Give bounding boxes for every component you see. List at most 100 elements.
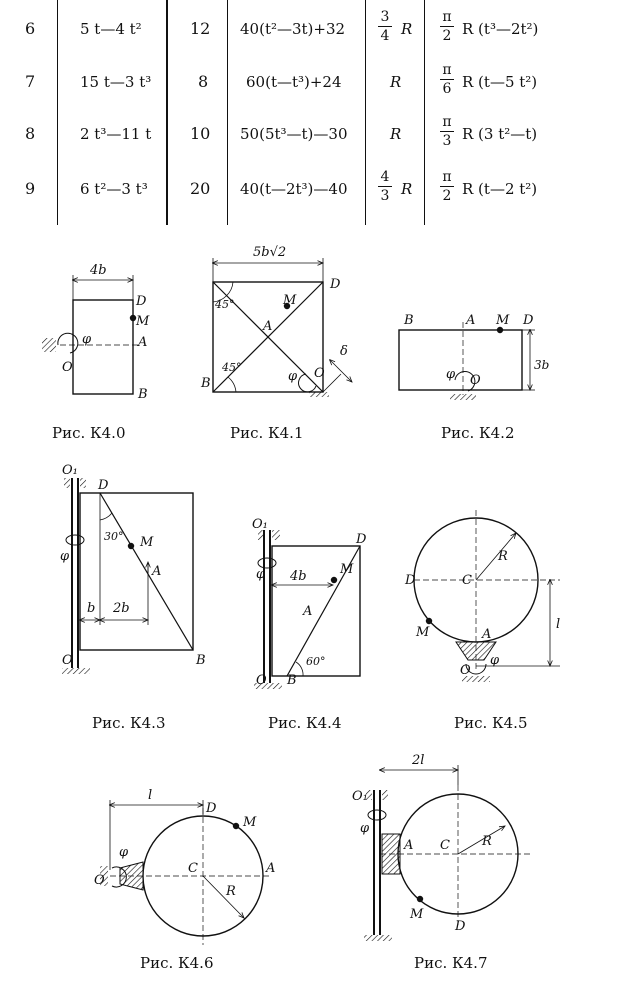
plate xyxy=(72,299,134,395)
caption-k4-2: Рис. К4.2 xyxy=(441,424,515,442)
phi-law: 15 t—3 t³ xyxy=(80,73,152,91)
rotation-arrow xyxy=(257,557,277,569)
angle-arc xyxy=(212,281,234,303)
caption-k4-1: Рис. К4.1 xyxy=(230,424,304,442)
point-m xyxy=(416,895,424,903)
radius-arrow xyxy=(457,826,505,855)
label-d: D xyxy=(329,277,341,292)
figure-k4-3 xyxy=(62,478,194,674)
label-m: M xyxy=(339,562,354,577)
column-divider xyxy=(166,0,168,225)
dim-2l: 2l xyxy=(411,753,424,768)
label-r: R xyxy=(481,834,492,849)
label-a: A xyxy=(137,335,147,350)
label-o: O xyxy=(460,663,471,678)
label-b: B xyxy=(195,653,206,668)
bracket xyxy=(455,641,497,661)
dim-4b: 4b xyxy=(89,263,107,278)
label-r: R xyxy=(225,884,236,899)
s-law: 40(t²—3t)+32 xyxy=(240,20,346,38)
label-o: O xyxy=(256,673,267,688)
a-value: 8 xyxy=(198,72,209,91)
figure-k4-4 xyxy=(254,530,361,689)
dim-l: l xyxy=(148,788,152,803)
bearing-left xyxy=(64,478,70,488)
hinge-support xyxy=(42,338,56,352)
label-d: D xyxy=(522,313,534,328)
label-m: M xyxy=(282,293,297,308)
point-m xyxy=(496,326,504,334)
dim-l: l xyxy=(556,617,560,632)
label-phi: φ xyxy=(256,567,266,582)
label-c: C xyxy=(440,838,450,853)
angle-45-bottom: 45° xyxy=(221,361,242,374)
label-d: D xyxy=(404,573,416,588)
point-m xyxy=(330,576,338,584)
label-a: A xyxy=(403,838,413,853)
radius-arrow xyxy=(202,875,244,918)
r-variable: R xyxy=(390,125,402,143)
bearing-left xyxy=(258,530,263,540)
label-phi: φ xyxy=(490,653,500,668)
point-m xyxy=(283,302,291,310)
angle-arc xyxy=(295,661,304,677)
column-divider xyxy=(365,0,366,225)
rotation-arrow xyxy=(465,663,487,675)
figure-k4-5 xyxy=(413,510,560,682)
dim-3b: 3b xyxy=(534,358,549,372)
label-o: O xyxy=(470,373,481,388)
label-d: D xyxy=(454,919,466,934)
label-a: A xyxy=(151,564,161,579)
plate xyxy=(398,329,523,391)
label-b: B xyxy=(137,387,148,402)
bracket xyxy=(119,861,144,891)
figure-k4-0 xyxy=(42,275,140,395)
ground-hatch xyxy=(364,935,392,941)
angle-arc xyxy=(99,512,113,521)
dim-5b-sqrt2: 5b√2 xyxy=(253,245,286,260)
figure-k4-7 xyxy=(364,765,530,941)
phi-law: 5 t—4 t² xyxy=(80,20,142,38)
label-m: M xyxy=(415,625,430,640)
label-a: A xyxy=(481,627,491,642)
s-law: 40(t—2t³)—40 xyxy=(240,180,348,198)
caption-k4-3: Рис. К4.3 xyxy=(92,714,166,732)
label-d: D xyxy=(97,478,109,493)
label-phi: φ xyxy=(446,367,456,382)
r-variable: R xyxy=(390,73,402,91)
point-m xyxy=(425,617,433,625)
label-m: M xyxy=(139,535,154,550)
label-b: B xyxy=(200,376,211,391)
wall-hatch xyxy=(100,866,108,886)
label-o1: O₁ xyxy=(252,517,268,532)
caption-k4-0: Рис. К4.0 xyxy=(52,424,126,442)
caption-k4-5: Рис. К4.5 xyxy=(454,714,528,732)
phi-law: 2 t³—11 t xyxy=(80,125,152,143)
caption-k4-4: Рис. К4.4 xyxy=(268,714,342,732)
label-phi: φ xyxy=(119,845,129,860)
label-c: C xyxy=(188,861,198,876)
label-a: A xyxy=(465,313,475,328)
a-value: 20 xyxy=(190,179,211,198)
plate xyxy=(79,492,194,651)
arc-law: R (t—5 t²) xyxy=(462,73,538,91)
label-phi: φ xyxy=(82,332,92,347)
rotation-arrow xyxy=(111,866,127,888)
label-r: R xyxy=(497,549,508,564)
rotation-arrow xyxy=(57,332,79,354)
angle-30: 30° xyxy=(104,530,124,543)
r-variable: R xyxy=(401,180,413,198)
square-plate xyxy=(212,281,324,393)
label-o: O xyxy=(314,366,325,381)
s-law: 60(t—t³)+24 xyxy=(246,73,342,91)
label-m: M xyxy=(242,815,257,830)
label-b: B xyxy=(403,313,414,328)
label-o1: O₁ xyxy=(62,463,78,478)
label-d: D xyxy=(355,532,367,547)
slot-line xyxy=(286,545,361,677)
bearing-left xyxy=(366,790,372,800)
phi-law: 6 t²—3 t³ xyxy=(80,180,148,198)
label-o: O xyxy=(94,873,105,888)
